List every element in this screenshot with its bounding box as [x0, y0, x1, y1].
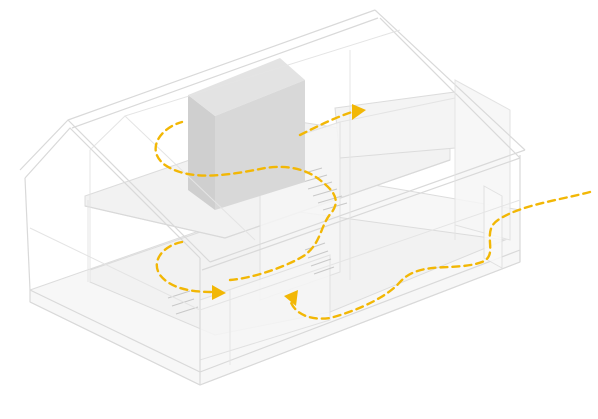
chimney-block [188, 58, 305, 210]
door [484, 186, 502, 268]
